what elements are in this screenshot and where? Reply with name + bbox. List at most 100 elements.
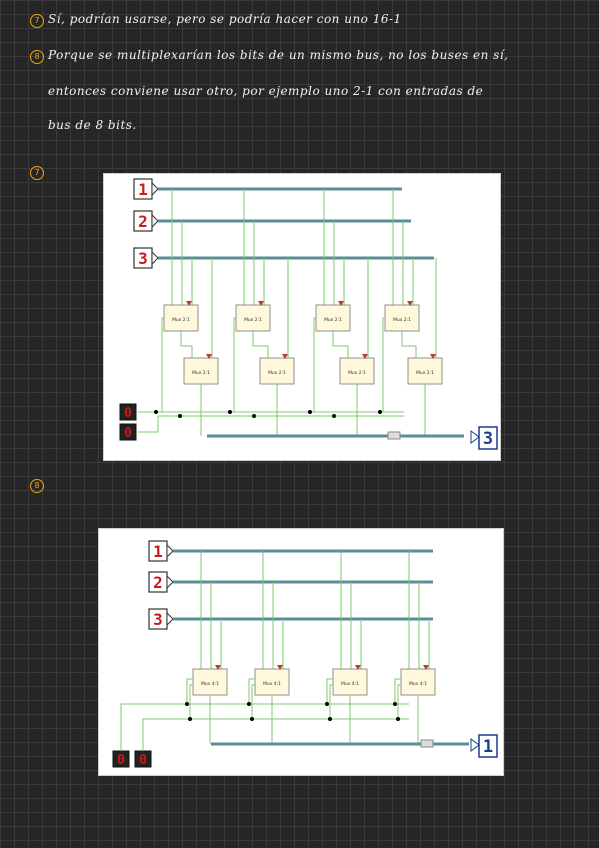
junction-b-1-3 [396,717,400,721]
mux-a-top-3-label: Mux 2:1 [393,317,411,323]
splitter-a [387,431,401,440]
splitter-b [420,739,434,748]
mux-b-1-label: Mux 4:1 [263,681,281,687]
mux-b-0-label: Mux 4:1 [201,681,219,687]
output-a-digit: 3 [483,429,493,449]
select-b-1-digit: 0 [139,753,147,768]
mux-a-top-1-pin [258,301,264,306]
input-a-2-digit: 2 [138,212,148,231]
select-a-1-frame [119,423,137,441]
junction-a-2 [228,410,232,414]
output-a-port [470,430,480,444]
line-4-text: bus de 8 bits. [48,118,137,132]
mux-b-3-pin [423,665,429,670]
mux-a-top-0-label: Mux 2:1 [172,317,190,323]
wire-a-bot-link-1 [252,331,269,358]
junction-a-6 [378,410,382,414]
line-3-text: entonces conviene usar otro, por ejemplo… [48,84,484,98]
input-a-1-digit: 1 [138,180,148,199]
select-a-0-frame [119,403,137,421]
wire-b-sel0-0 [186,678,193,704]
junction-a-4 [308,410,312,414]
mux-a-bot-1-label: Mux 2:1 [268,370,286,376]
wire-b-sel0 [120,703,409,751]
mux-b-2 [332,668,368,696]
select-a-0-digit: 0 [124,406,132,421]
wire-a-bot-link-0 [180,331,193,358]
mux-b-0 [192,668,228,696]
input-a-2-port [151,213,159,229]
mux-a-bot-2-label: Mux 2:1 [348,370,366,376]
mux-a-bot-2-pin [362,354,368,359]
junction-a-0 [154,410,158,414]
wire-b-sel1-2 [329,684,333,719]
output-b-port [470,738,480,752]
input-a-3-port [151,250,159,266]
junction-b-1-0 [188,717,192,721]
input-b-1-digit: 1 [153,542,163,561]
mux-b-3-label: Mux 4:1 [409,681,427,687]
section-b-marker: 8 [30,479,44,493]
input-b-3-port [166,611,174,627]
wire-a-sel-top-3 [382,317,385,412]
line-2-text: Porque se multiplexarían los bits de un … [48,48,509,62]
mux-a-bot-1 [259,357,295,385]
wire-b-sel0-1 [248,678,255,704]
answer-7-marker: 7 [30,14,44,28]
mux-b-0-pin [215,665,221,670]
input-a-3-digit: 3 [138,249,148,268]
output-a-frame [478,426,498,450]
wire-b-sel1-1 [251,684,255,719]
input-b-2-digit: 2 [153,573,163,592]
select-a-1-digit: 0 [124,426,132,441]
junction-a-5 [332,414,336,418]
wire-a-bot-link-2 [332,331,349,358]
mux-b-1-pin [277,665,283,670]
junction-a-1 [178,414,182,418]
mux-a-top-3 [384,304,420,332]
junction-b-0-3 [393,702,397,706]
input-b-1-port [166,543,174,559]
wire-a-sel1 [138,415,404,433]
input-b-3-digit: 3 [153,610,163,629]
mux-a-top-3-pin [407,301,413,306]
answer-8-marker: 8 [30,50,44,64]
junction-b-1-2 [328,717,332,721]
wire-b-sel0-2 [326,678,333,704]
mux-a-top-2-pin [338,301,344,306]
output-b-digit: 1 [483,737,493,757]
mux-a-bot-2 [339,357,375,385]
wire-b-sel0-3 [394,678,401,704]
junction-b-0-1 [247,702,251,706]
mux-a-top-2-label: Mux 2:1 [324,317,342,323]
mux-a-top-0-pin [186,301,192,306]
input-a-1-port [151,181,159,197]
junction-b-0-2 [325,702,329,706]
wire-a-sel-top-2 [313,317,316,412]
wire-b-sel1-3 [397,684,401,719]
mux-a-bot-1-pin [282,354,288,359]
junction-a-3 [252,414,256,418]
input-b-2-port [166,574,174,590]
mux-a-bot-0-label: Mux 2:1 [192,370,210,376]
wire-b-sel1-0 [189,684,193,719]
line-1-text: Sí, podrían usarse, pero se podría hacer… [48,12,402,26]
wire-a-sel-top-1 [233,317,236,412]
mux-a-top-1 [235,304,271,332]
junction-b-0-0 [185,702,189,706]
wire-b-sel1 [142,718,409,751]
wire-a-sel-top-0 [161,317,164,412]
mux-a-top-1-label: Mux 2:1 [244,317,262,323]
select-b-0-digit: 0 [117,753,125,768]
mux-b-2-label: Mux 4:1 [341,681,359,687]
output-b-frame [478,734,498,758]
mux-a-bot-3-pin [430,354,436,359]
mux-a-bot-3-label: Mux 2:1 [416,370,434,376]
junction-b-1-1 [250,717,254,721]
mux-b-3 [400,668,436,696]
mux-b-2-pin [355,665,361,670]
